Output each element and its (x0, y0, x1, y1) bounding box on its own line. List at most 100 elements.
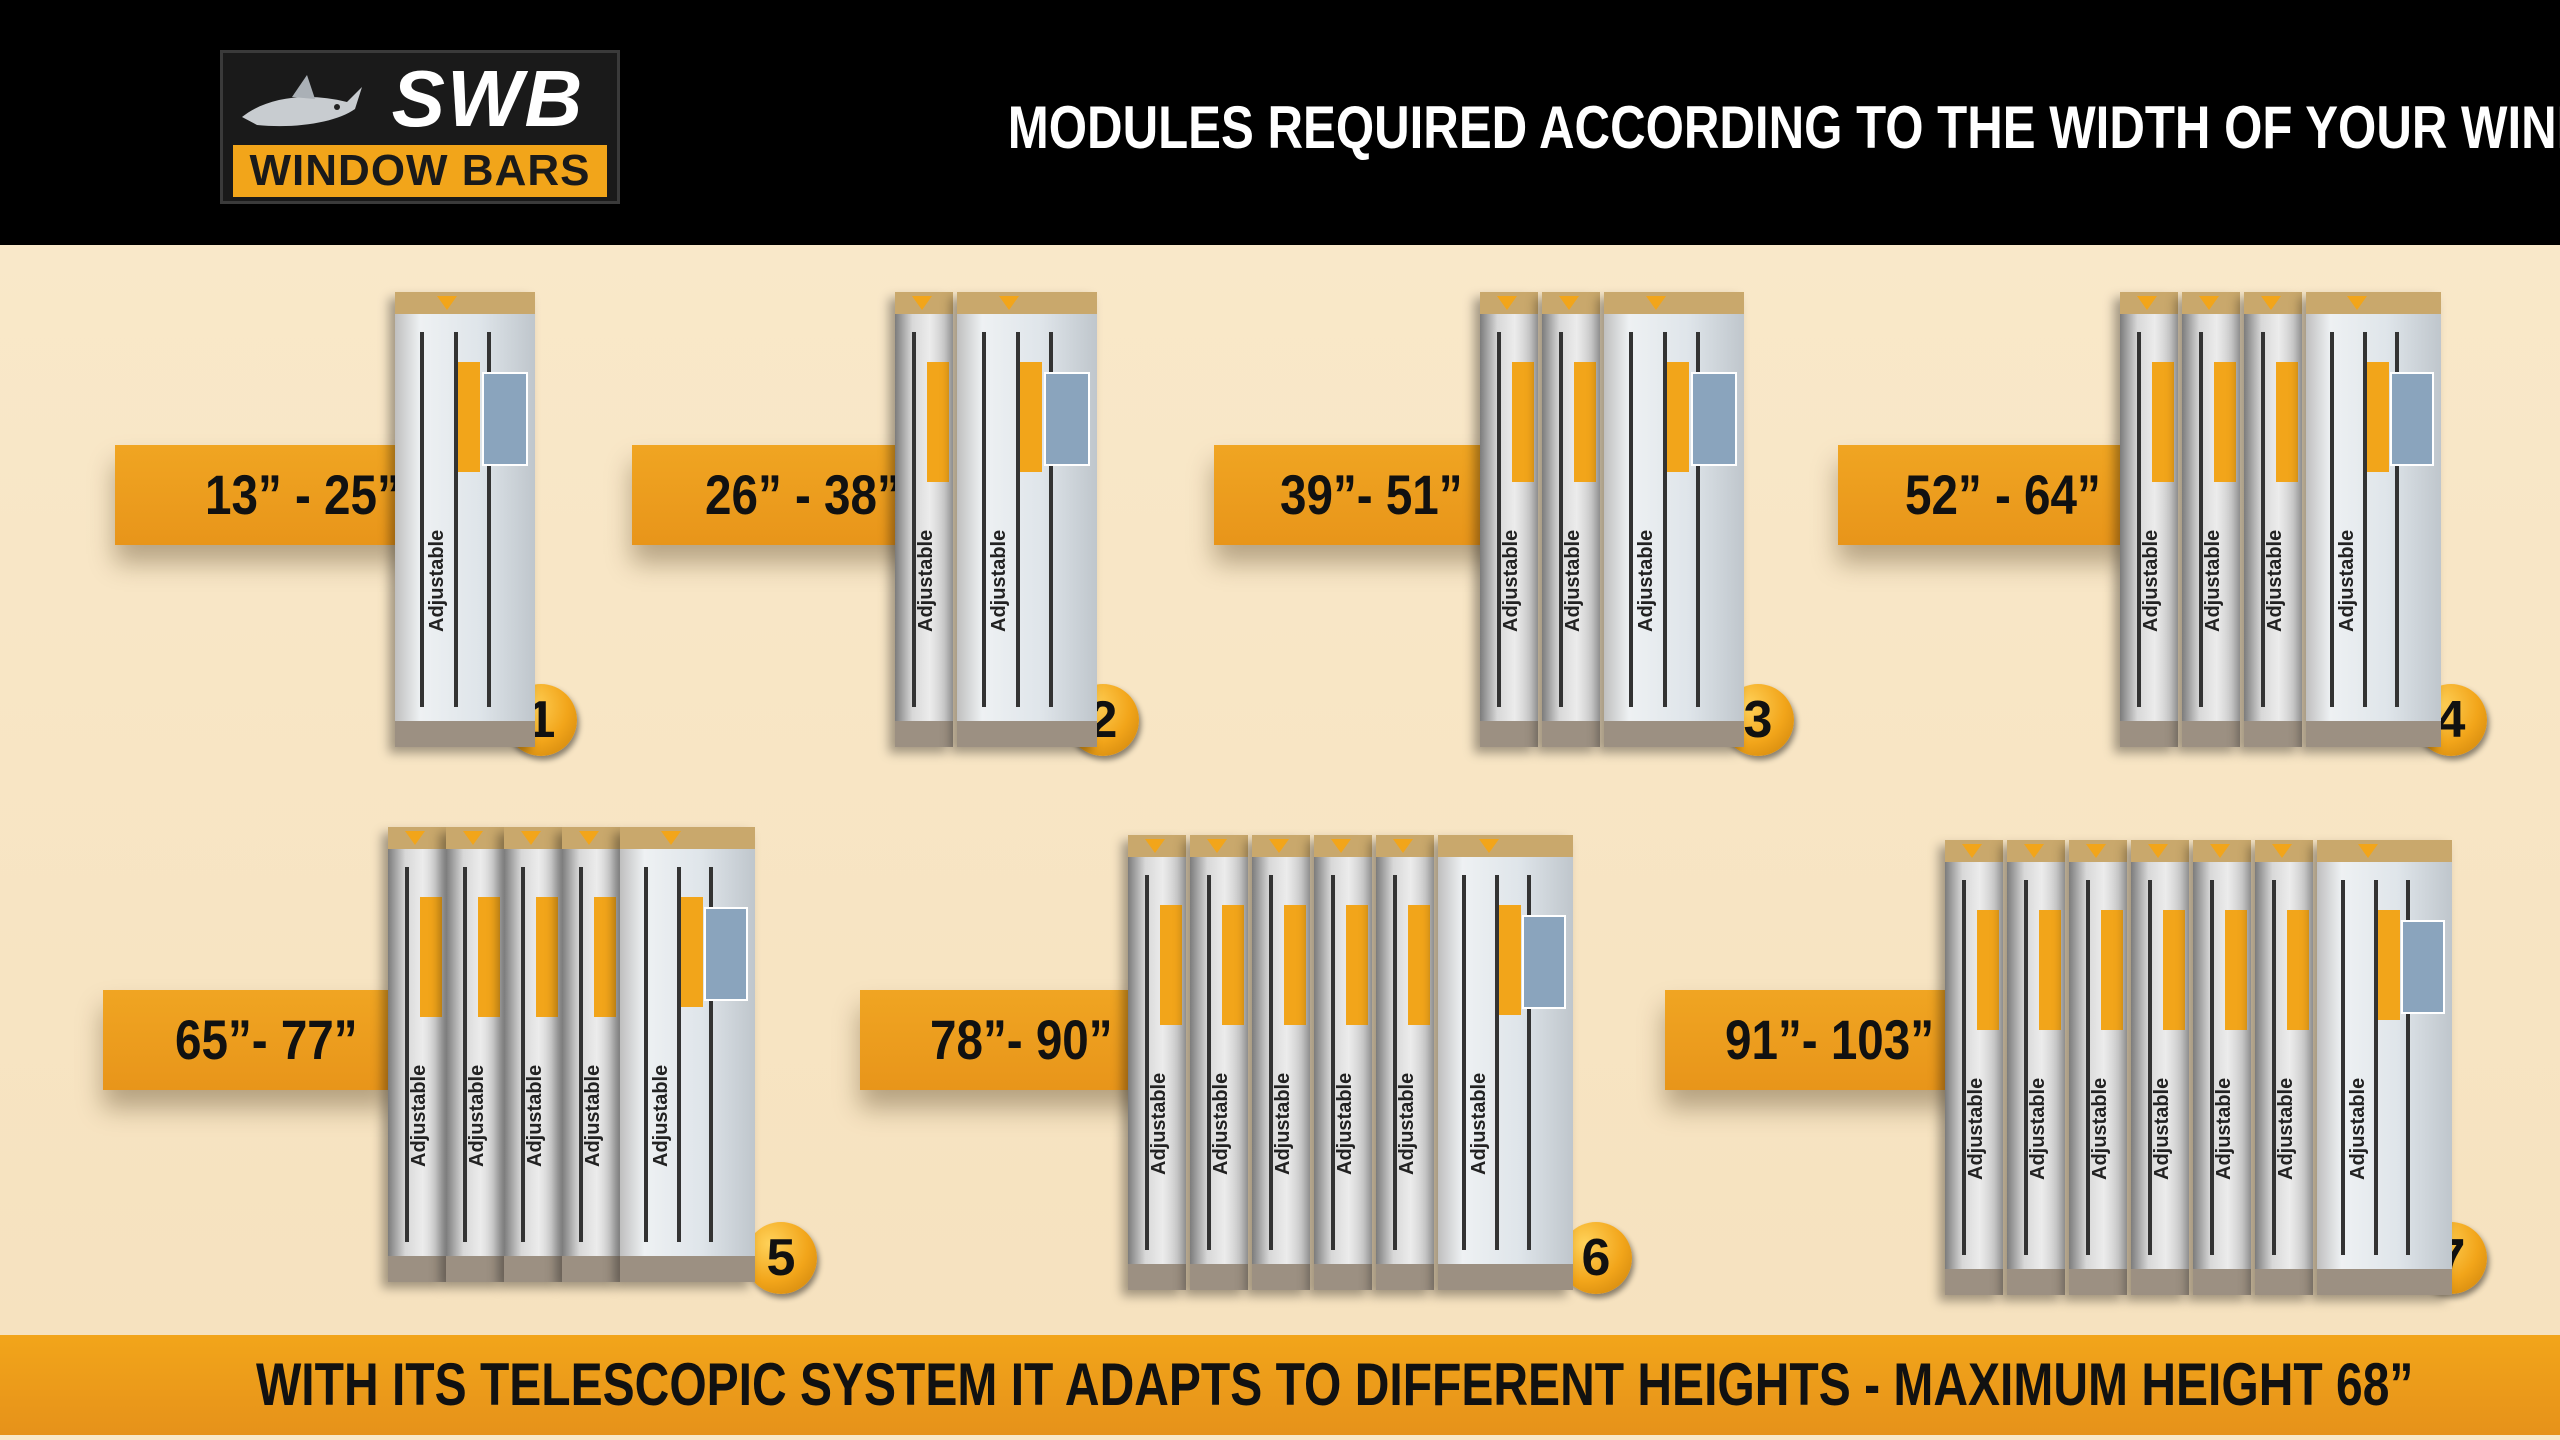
module-top-cap (1314, 835, 1372, 857)
swb-logo: SWB WINDOW BARS (220, 50, 620, 204)
module-bar-rod (2272, 880, 2277, 1255)
module-bar-rod (2341, 880, 2346, 1255)
module-bar-rod (1049, 332, 1054, 707)
module-top-cap (1945, 840, 2003, 862)
range-bar-2 (632, 445, 922, 545)
range-bar-3 (1214, 445, 1504, 545)
module-base (395, 721, 535, 747)
module-orange-tag (680, 897, 703, 1007)
module-top-cap (2244, 292, 2302, 314)
adjustable-label: Adjustable (2346, 1077, 2369, 1180)
module-top-cap (2120, 292, 2178, 314)
module-top-cap (395, 292, 535, 314)
module-bar-rod (453, 332, 458, 707)
range-label-4: 52” - 64” (1905, 463, 2101, 526)
module-base (620, 1256, 755, 1282)
module-top-cap (388, 827, 446, 849)
adjustable-label: Adjustable (1467, 1072, 1490, 1175)
module-bar-rod (1462, 875, 1467, 1250)
adjustable-label: Adjustable (1634, 529, 1657, 632)
module-orange-tag (1407, 905, 1430, 1025)
module-base (1128, 1264, 1186, 1290)
window-bar-module: Adjustable (1314, 835, 1372, 1290)
window-image (1043, 372, 1090, 466)
page-title: MODULES REQUIRED ACCORDING TO THE WIDTH … (1007, 94, 2560, 161)
window-bar-module: Adjustable (2131, 840, 2189, 1295)
adjustable-label: Adjustable (1334, 1072, 1357, 1175)
module-orange-tag (1221, 905, 1244, 1025)
module-base (1480, 721, 1538, 747)
module-orange-tag (2038, 910, 2061, 1030)
footer-bar: WITH ITS TELESCOPIC SYSTEM IT ADAPTS TO … (0, 1335, 2560, 1435)
range-label-2: 26” - 38” (705, 463, 901, 526)
module-top-cap (2317, 840, 2452, 862)
module-bar-rod (579, 867, 584, 1242)
adjustable-label: Adjustable (2151, 1077, 2174, 1180)
window-bar-module: Adjustable (388, 827, 446, 1282)
module-orange-tag (2366, 362, 2389, 472)
module-bar-rod (521, 867, 526, 1242)
range-bar-6 (860, 990, 1150, 1090)
module-bar-rod (2395, 332, 2400, 707)
module-orange-tag (2224, 910, 2247, 1030)
module-base (2182, 721, 2240, 747)
module-bar-rod (1145, 875, 1150, 1250)
window-bar-module: Adjustable (562, 827, 620, 1282)
module-orange-tag (2286, 910, 2309, 1030)
window-bar-module: Adjustable (1542, 292, 1600, 747)
module-base (1252, 1264, 1310, 1290)
module-bar-rod (420, 332, 425, 707)
adjustable-label: Adjustable (915, 529, 938, 632)
range-bar-1 (115, 445, 405, 545)
range-label-7: 91”- 103” (1725, 1008, 1935, 1071)
module-base (2131, 1269, 2189, 1295)
module-top-cap (1190, 835, 1248, 857)
window-image (1690, 372, 1737, 466)
module-orange-tag (2213, 362, 2236, 482)
module-top-cap (1252, 835, 1310, 857)
module-bar-rod (2148, 880, 2153, 1255)
window-bar-module: Adjustable (1604, 292, 1744, 747)
window-bar-module: Adjustable (2317, 840, 2452, 1295)
module-top-cap (2255, 840, 2313, 862)
module-orange-tag (1498, 905, 1521, 1015)
window-bar-module: Adjustable (895, 292, 953, 747)
adjustable-label: Adjustable (1210, 1072, 1233, 1175)
module-orange-tag (2162, 910, 2185, 1030)
module-top-cap (2131, 840, 2189, 862)
window-bar-module: Adjustable (1438, 835, 1573, 1290)
module-top-cap (2182, 292, 2240, 314)
header: SWB WINDOW BARS MODULES REQUIRED ACCORDI… (0, 0, 2560, 245)
logo-text-top: SWB (391, 54, 585, 143)
module-bar-rod (2024, 880, 2029, 1255)
module-top-cap (895, 292, 953, 314)
module-orange-tag (1345, 905, 1368, 1025)
module-base (446, 1256, 504, 1282)
module-orange-tag (926, 362, 949, 482)
module-orange-tag (1159, 905, 1182, 1025)
module-bar-rod (2210, 880, 2215, 1255)
module-orange-tag (2100, 910, 2123, 1030)
adjustable-label: Adjustable (1500, 529, 1523, 632)
module-top-cap (957, 292, 1097, 314)
window-bar-module: Adjustable (1190, 835, 1248, 1290)
window-bar-module: Adjustable (2193, 840, 2251, 1295)
module-orange-tag (1020, 362, 1042, 472)
module-top-cap (1604, 292, 1744, 314)
window-bar-module: Adjustable (1480, 292, 1538, 747)
module-bar-rod (2137, 332, 2142, 707)
adjustable-label: Adjustable (408, 1064, 431, 1167)
adjustable-label: Adjustable (1562, 529, 1585, 632)
module-top-cap (1376, 835, 1434, 857)
module-top-cap (620, 827, 755, 849)
module-base (1190, 1264, 1248, 1290)
module-top-cap (562, 827, 620, 849)
module-top-cap (2007, 840, 2065, 862)
adjustable-label: Adjustable (987, 529, 1010, 632)
module-bar-rod (2330, 332, 2335, 707)
module-top-cap (1480, 292, 1538, 314)
module-top-cap (1542, 292, 1600, 314)
window-bar-module: Adjustable (2069, 840, 2127, 1295)
adjustable-label: Adjustable (2202, 529, 2225, 632)
module-orange-tag (2377, 910, 2400, 1020)
